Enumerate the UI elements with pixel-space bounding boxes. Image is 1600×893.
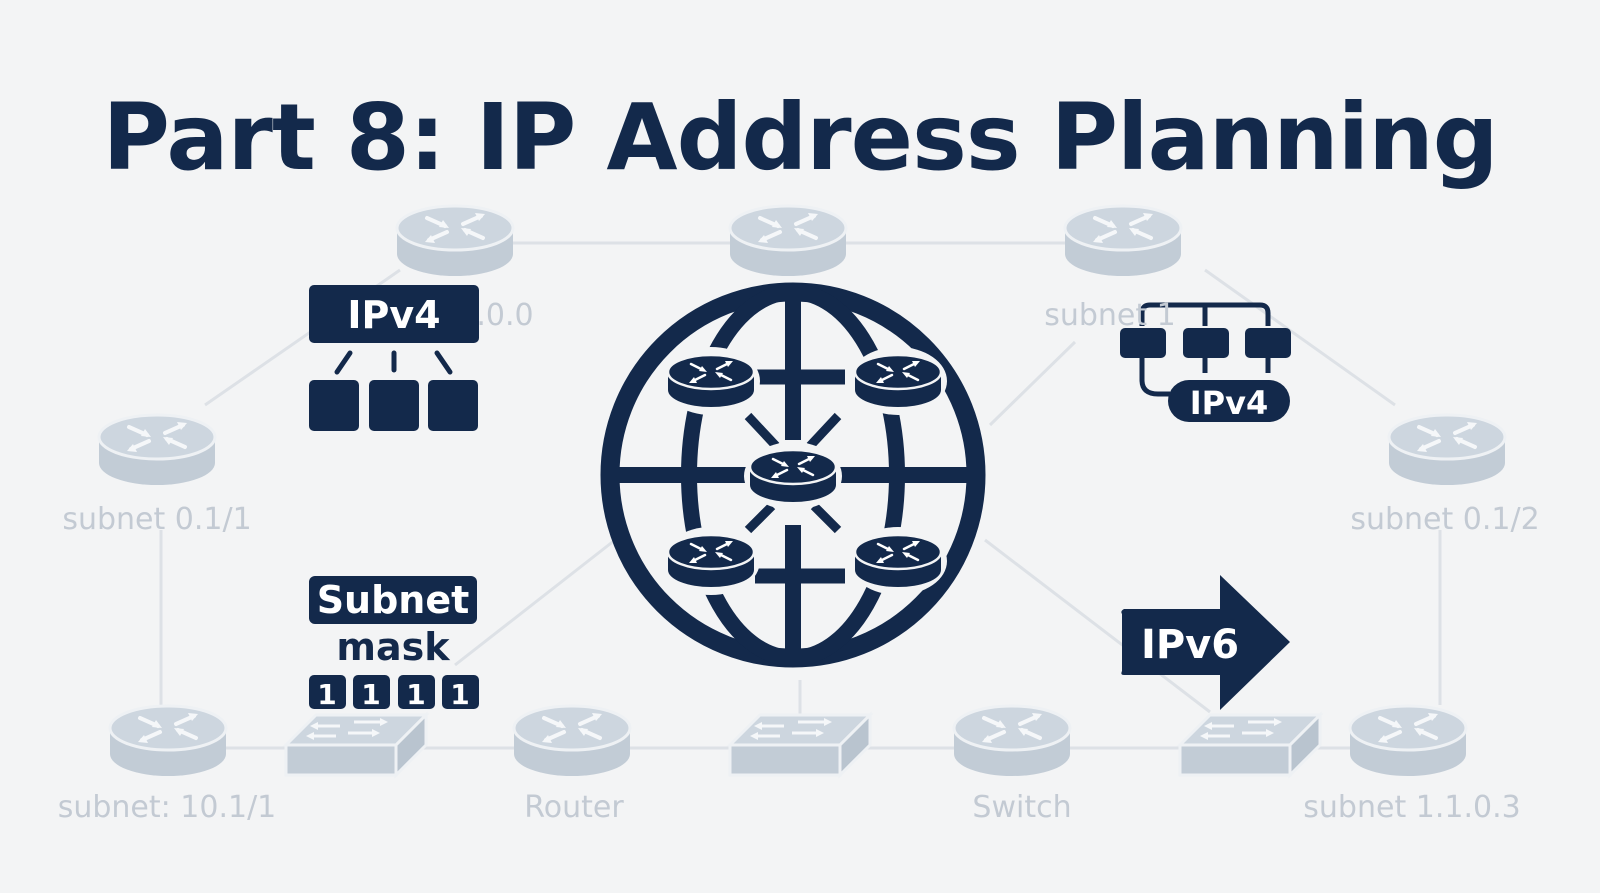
- router-icon: [853, 353, 943, 409]
- device-label: subnet 1: [1044, 298, 1176, 333]
- arrow-right-icon: [1121, 575, 1290, 710]
- globe-network-icon: [600, 282, 986, 668]
- router-icon: [952, 704, 1072, 778]
- mask-bit: 1: [361, 678, 380, 711]
- mask-bits: 1 1 1 1: [309, 675, 479, 711]
- link: [984, 538, 1211, 714]
- router-icon: [1063, 204, 1183, 278]
- address-block: [309, 380, 359, 431]
- router-icon: [395, 204, 515, 278]
- router-icon: [748, 448, 838, 504]
- ipv6-label: IPv6: [1141, 622, 1239, 668]
- device-label: Router: [524, 790, 624, 825]
- switch-icon: [284, 713, 428, 777]
- page-title: Part 8: IP Address Planning: [102, 84, 1498, 191]
- address-block: [1120, 328, 1166, 358]
- router-icon: [1348, 704, 1468, 778]
- device-label: subnet: 10.1/1: [57, 790, 277, 825]
- router-icon: [108, 704, 228, 778]
- router-icon: [97, 413, 217, 487]
- router-icon: [853, 533, 943, 589]
- mask-bit: 1: [317, 678, 336, 711]
- link: [454, 538, 616, 667]
- ipv6-arrow-callout: IPv6: [1121, 575, 1290, 710]
- switch-icon: [728, 713, 872, 777]
- mask-label: mask: [336, 625, 450, 669]
- router-icon: [1387, 413, 1507, 487]
- subnet-label: Subnet: [317, 578, 470, 622]
- router-icon: [728, 204, 848, 278]
- device-label: subnet 1.1.0.3: [1303, 790, 1521, 825]
- mask-bit: 1: [406, 678, 425, 711]
- ipv4-bus-callout: IPv4: [1120, 302, 1291, 422]
- ipv4-bus-label: IPv4: [1190, 384, 1268, 422]
- device-label: subnet 0.1/2: [1350, 502, 1540, 537]
- link: [1204, 268, 1396, 407]
- ipv4-hierarchy-callout: IPv4: [309, 285, 479, 431]
- device-label: subnet 0.1/1: [62, 502, 252, 537]
- ipv4-label: IPv4: [347, 293, 440, 337]
- link: [988, 340, 1077, 427]
- address-block: [1183, 328, 1229, 358]
- subnet-mask-callout: Subnet mask 1 1 1 1: [309, 576, 479, 711]
- address-block: [428, 380, 478, 431]
- switch-icon: [1178, 713, 1322, 777]
- router-icon: [666, 533, 756, 589]
- router-icon: [512, 704, 632, 778]
- device-label: Switch: [972, 790, 1072, 825]
- address-block: [1245, 328, 1291, 358]
- router-icon: [666, 353, 756, 409]
- address-block: [369, 380, 419, 431]
- device-label: .0.0: [476, 298, 534, 333]
- mask-bit: 1: [450, 678, 469, 711]
